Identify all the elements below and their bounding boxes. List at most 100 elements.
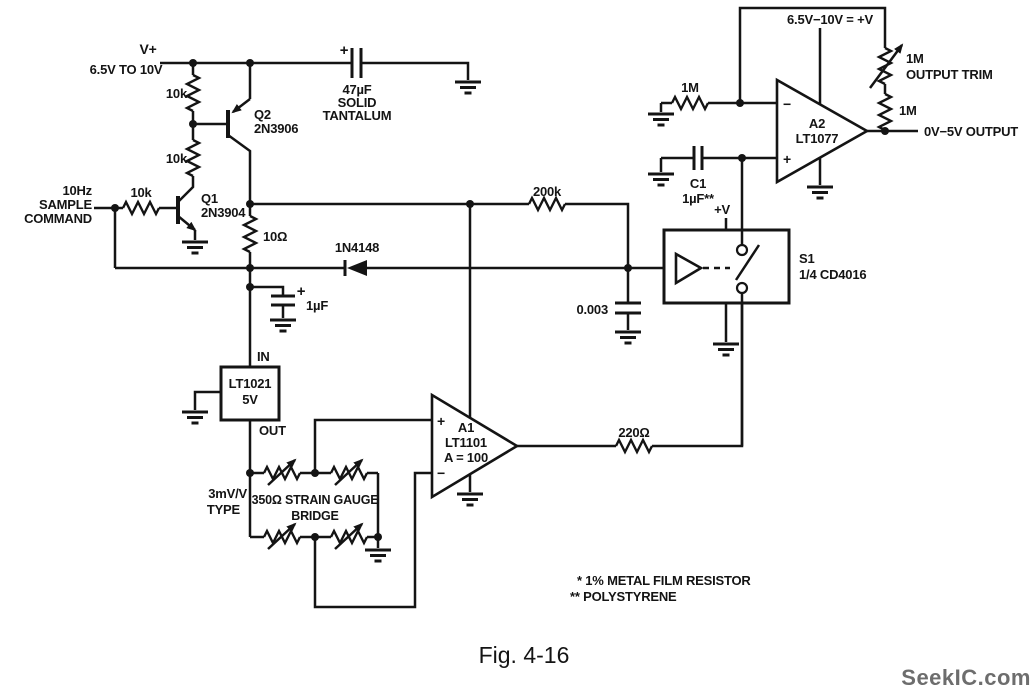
ground-symbol <box>613 330 643 345</box>
resistor-10k-base <box>121 200 161 216</box>
a2-triangle <box>775 77 870 185</box>
cap-type2: TANTALUM <box>323 108 392 123</box>
a2-part: LT1077 <box>796 131 839 146</box>
note-1: * 1% METAL FILM RESISTOR <box>577 573 751 588</box>
a2-supply-label: 6.5V−10V = +V <box>787 12 873 27</box>
diode-label: 1N4148 <box>335 240 379 255</box>
feedback-network: 1M OUTPUT TRIM 1M <box>738 6 993 132</box>
ground-symbol <box>180 410 210 425</box>
r-1m-input-label: 1M <box>681 80 699 95</box>
lt1021-voltage: 5V <box>242 392 258 407</box>
bridge-type: TYPE <box>207 502 241 517</box>
v-range-label: 6.5V TO 10V <box>90 62 163 77</box>
diode-arrow <box>347 260 367 276</box>
resistor-220 <box>614 438 654 454</box>
ground-symbol <box>363 548 393 563</box>
lt1021-reference: IN LT1021 5V OUT <box>180 287 286 473</box>
figure-caption: Fig. 4-16 <box>479 642 570 668</box>
watermark: SeekIC.com <box>901 665 1031 690</box>
s1-analog-switch: +V S1 1/4 CD4016 <box>662 158 867 446</box>
pin-out-label: OUT <box>259 423 286 438</box>
series-resistor-200k: 200k <box>250 184 630 418</box>
a2-plus: + <box>783 151 791 167</box>
r-220-label: 220Ω <box>618 425 649 440</box>
sample-command-input: 10Hz SAMPLE COMMAND 10k <box>24 183 178 268</box>
resistor-10k-top <box>185 73 201 113</box>
ground-symbol <box>180 240 210 255</box>
c-hold-label: 0.003 <box>576 302 608 317</box>
resistor-10k-mid <box>185 138 201 178</box>
a2-opamp: − + A2 LT1077 6.5V−10V = +V 0V−5V OUTPUT <box>775 12 1019 200</box>
resistor-10ohm <box>242 214 258 254</box>
bridge-label1: 350Ω STRAIN GAUGE <box>252 493 379 507</box>
resistor-1m-input <box>670 95 710 111</box>
ground-symbol <box>453 80 483 95</box>
a1-minus: − <box>437 465 445 481</box>
switch-terminal <box>735 243 749 257</box>
v-plus-label: V+ <box>139 41 156 57</box>
q2-transistor: Q2 2N3906 <box>193 63 299 204</box>
emitter-resistor-10ohm: 10Ω <box>242 204 287 287</box>
output-label: 0V−5V OUTPUT <box>924 124 1018 139</box>
bridge-label2: BRIDGE <box>291 509 338 523</box>
strain-gauge-bridge: 3mV/V TYPE 350Ω STRAIN GAUGE BRIDGE <box>207 458 393 563</box>
resistor-200k <box>527 196 567 212</box>
ground-symbol <box>711 342 741 357</box>
c-bypass-polarity: + <box>297 283 306 300</box>
cap-value: 47µF <box>342 82 371 97</box>
c1-ref: C1 <box>690 176 706 191</box>
a1-plus: + <box>437 413 445 429</box>
a2-input-resistor: 1M <box>646 80 777 127</box>
a1-triangle <box>430 392 520 500</box>
bridge-sensitivity: 3mV/V <box>208 486 247 501</box>
s1-part: 1/4 CD4016 <box>799 267 866 282</box>
trim-label: OUTPUT TRIM <box>906 67 993 82</box>
input-line2: SAMPLE <box>39 197 93 212</box>
power-rail: V+ 6.5V TO 10V <box>90 41 483 95</box>
cap-type1: SOLID <box>338 95 377 110</box>
ground-symbol <box>455 492 485 507</box>
bias-divider: 10k 10k <box>166 63 201 178</box>
pin-in-label: IN <box>257 349 270 364</box>
cap-polarity: + <box>340 42 349 59</box>
a2-ref: A2 <box>809 116 825 131</box>
s1-ref: S1 <box>799 251 815 266</box>
note-2: ** POLYSTYRENE <box>570 589 677 604</box>
q1-ref: Q1 <box>201 191 218 206</box>
switch-terminal <box>735 281 749 295</box>
ground-symbol <box>805 185 835 200</box>
ground-symbol <box>268 318 298 333</box>
junction-dots <box>111 59 889 541</box>
a1-gain: A = 100 <box>444 450 488 465</box>
c-bypass-value: 1µF <box>306 298 328 313</box>
r-200k-label: 200k <box>533 184 562 199</box>
lt1021-name: LT1021 <box>229 376 272 391</box>
feedback-resistor-1m <box>877 92 893 132</box>
input-line1: 10Hz <box>62 183 92 198</box>
a2-minus: − <box>783 96 791 112</box>
r-10ohm-label: 10Ω <box>263 229 287 244</box>
q1-part: 2N3904 <box>201 205 246 220</box>
r-base-label: 10k <box>130 185 152 200</box>
s1-supply-pin: +V <box>714 202 730 217</box>
q1-transistor: Q1 2N3904 <box>176 176 247 255</box>
trim-value-label: 1M <box>906 51 924 66</box>
c1-capacitor: C1 1µF** <box>646 146 777 206</box>
filter-cap-47uf: + 47µF SOLID TANTALUM <box>323 42 392 123</box>
a1-opamp: + − A1 LT1101 A = 100 <box>313 392 520 609</box>
bypass-cap-1uf: + 1µF <box>250 283 329 333</box>
a1-ref: A1 <box>458 420 474 435</box>
q2-part: 2N3906 <box>254 121 298 136</box>
s1-buffer-triangle <box>674 251 704 286</box>
clamp-diode-1n4148: 1N4148 <box>115 240 676 276</box>
notes: * 1% METAL FILM RESISTOR ** POLYSTYRENE <box>570 573 752 604</box>
q2-ref: Q2 <box>254 107 271 122</box>
output-resistor-220: 220Ω <box>517 293 744 454</box>
r-mid-label: 10k <box>166 151 188 166</box>
ground-symbol <box>646 172 676 187</box>
r-fb-label: 1M <box>899 103 917 118</box>
input-line3: COMMAND <box>24 211 92 226</box>
r-top-label: 10k <box>166 86 188 101</box>
